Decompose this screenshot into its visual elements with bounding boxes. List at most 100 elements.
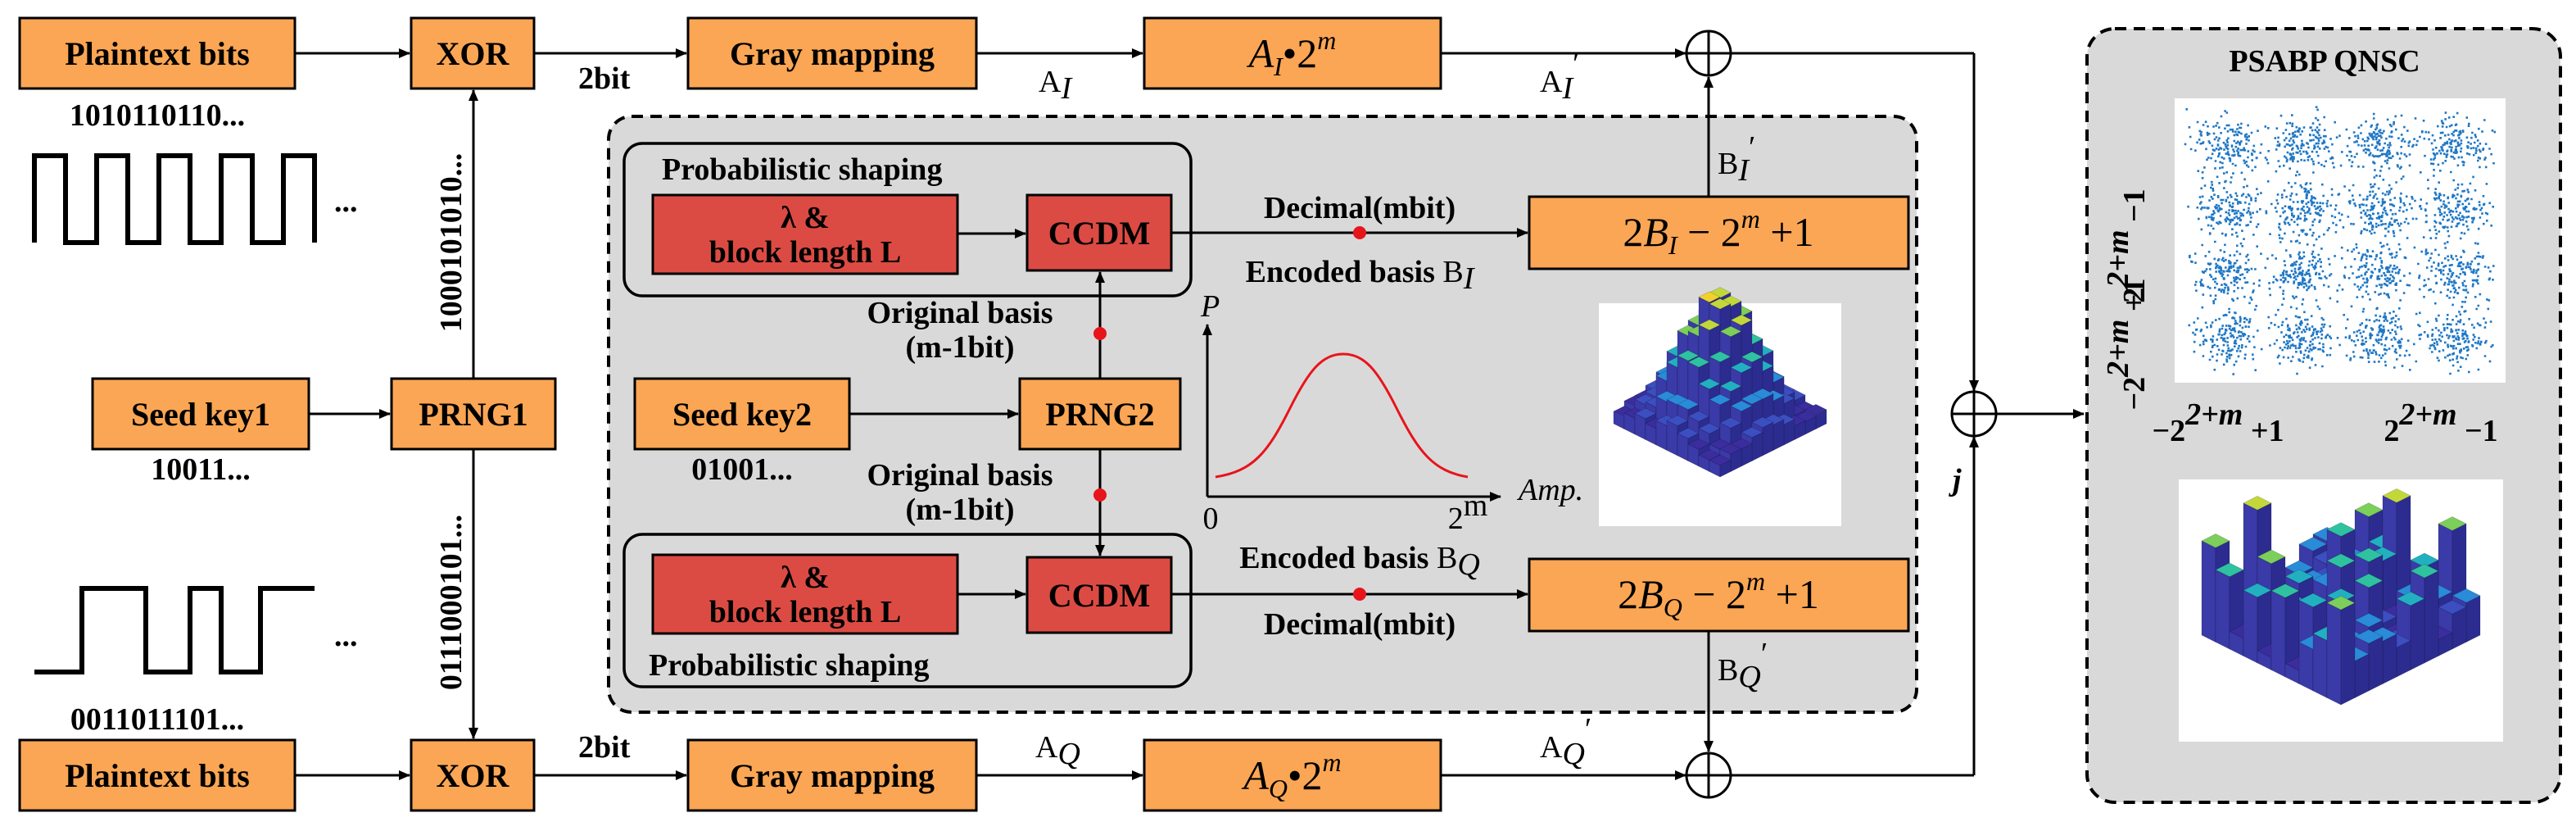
histogram-bar [1751,432,1763,461]
decimal-marker-top [1353,226,1366,239]
prng1-stream-down: 0111000101... [434,515,469,690]
formula-bottom: 2BQ − 2m +1 [1618,566,1819,622]
waveform-bottom [34,586,315,674]
xor-bottom-label: XOR [437,757,510,794]
plaintext-top-box: Plaintext bits [18,16,297,90]
ps-top-title: Probabilistic shaping [662,152,942,187]
histogram-bar [2424,570,2439,664]
formula-bottom-box: 2BQ − 2m +1 [1528,557,1910,633]
histogram-bar [2201,540,2216,643]
histogram-bar [2243,589,2258,664]
formula-top: 2BI − 2m +1 [1623,204,1813,260]
signal-b-q-prime: BQ′ [1718,637,1768,694]
signal-b-i-prime: BI′ [1718,130,1755,188]
two-bit-bottom: 2bit [578,730,631,765]
adder-i-top [1685,30,1732,77]
plaintext-bottom-label: Plaintext bits [65,757,250,794]
histogram-bar [2354,653,2370,698]
lambda-bottom-box: λ & block length L [651,553,959,635]
lambda-top-box: λ & block length L [651,193,959,275]
adder-q-bottom [1685,752,1732,799]
lambda-top-line1: λ & [781,201,830,235]
original-basis-bottom-line2: (m-1bit) [906,493,1015,527]
ccdm-bottom-label: CCDM [1048,577,1150,614]
histogram-bar [2465,595,2481,643]
lambda-bottom-line1: λ & [781,561,830,595]
prng1-box: PRNG1 [390,377,557,451]
pdf-x-axis-label: Amp. [1516,473,1583,507]
histogram-bar [1719,460,1732,478]
histogram-bar [2340,602,2356,706]
scale-top-box: AI•2m [1143,16,1442,90]
xor-bottom-box: XOR [410,738,536,812]
prng2-box: PRNG2 [1018,377,1182,451]
pdf-curve [1215,352,1469,479]
xor-top-box: XOR [410,16,536,90]
plaintext-top-bits: 1010110110... [70,98,245,133]
seed-key2-bits: 01001... [691,452,793,487]
gray-mapping-bottom-box: Gray mapping [686,738,978,812]
histogram-bar [2410,598,2425,670]
scale-bottom-expression: AQ•2m [1241,747,1341,803]
histogram-bar [1772,419,1785,451]
signal-j: j [1949,463,1962,497]
lambda-top-line2: block length L [709,235,901,270]
waveform-bottom-dots: ... [334,619,358,653]
histogram-bar [2326,602,2342,706]
histogram-uniform-3d-image [2179,479,2503,742]
histogram-bar [2382,633,2397,684]
gray-mapping-bottom-label: Gray mapping [730,757,935,794]
histogram-bar [1762,421,1774,456]
formula-top-box: 2BI − 2m +1 [1528,195,1910,270]
plaintext-top-label: Plaintext bits [65,35,250,72]
histogram-bar [1666,420,1678,456]
output-axis-y-top: 22+m −1 [2101,188,2152,302]
prng1-stream-up: 1000101010... [434,153,469,333]
seed-key2-label: Seed key2 [672,396,812,433]
output-axis-x-left: −22+m +1 [2152,397,2284,448]
histogram-bar [2368,636,2384,692]
plaintext-bottom-bits: 0011011101... [70,702,244,737]
seed-key2-box: Seed key2 [633,377,851,451]
histogram-bar [1655,420,1668,451]
output-axis-y-bottom: −22+m +1 [2101,278,2152,410]
histogram-bar [2270,590,2286,678]
basis-marker-top [1093,327,1107,340]
pdf-plot: P Amp. 0 2m [1200,289,1583,536]
output-axis-x-right: 22+m −1 [2384,397,2497,448]
signal-a-q: AQ [1035,730,1080,771]
histogram-bar [2215,569,2230,650]
signal-a-i-prime: AI′ [1540,47,1579,106]
encoded-basis-top: Encoded basis BI [1246,255,1476,296]
scale-top-expression: AI•2m [1247,25,1337,81]
seed-key1-label: Seed key1 [131,396,270,433]
scale-bottom-box: AQ•2m [1143,738,1442,812]
original-basis-top-line1: Original basis [867,296,1053,330]
basis-marker-bottom [1093,488,1107,502]
constellation-scatter-image [2175,98,2506,383]
pdf-x-min: 0 [1203,502,1219,536]
plaintext-bottom-box: Plaintext bits [18,738,297,812]
ccdm-bottom-box: CCDM [1025,556,1173,634]
pdf-x-max: 2m [1448,488,1488,536]
prng1-label: PRNG1 [419,396,527,433]
ps-bottom-title: Probabilistic shaping [649,648,929,683]
original-basis-bottom-line1: Original basis [867,458,1053,493]
histogram-bar [2312,633,2328,698]
waveform-top [32,153,317,245]
ccdm-top-label: CCDM [1048,215,1150,252]
histogram-shaped-3d-image [1599,287,1841,526]
waveform-top-dots: ... [334,184,358,219]
encoded-basis-bottom: Encoded basis BQ [1239,541,1480,582]
decimal-marker-bottom [1353,588,1366,601]
two-bit-top: 2bit [578,61,631,96]
decimal-top: Decimal(mbit) [1264,191,1456,225]
lambda-bottom-line2: block length L [709,595,901,629]
prng2-label: PRNG2 [1045,396,1154,433]
output-title: PSABP QNSC [2229,44,2420,79]
decimal-bottom: Decimal(mbit) [1264,607,1456,642]
original-basis-top-line2: (m-1bit) [906,330,1015,365]
adder-final [1950,390,1998,438]
gray-mapping-top-label: Gray mapping [730,35,935,72]
